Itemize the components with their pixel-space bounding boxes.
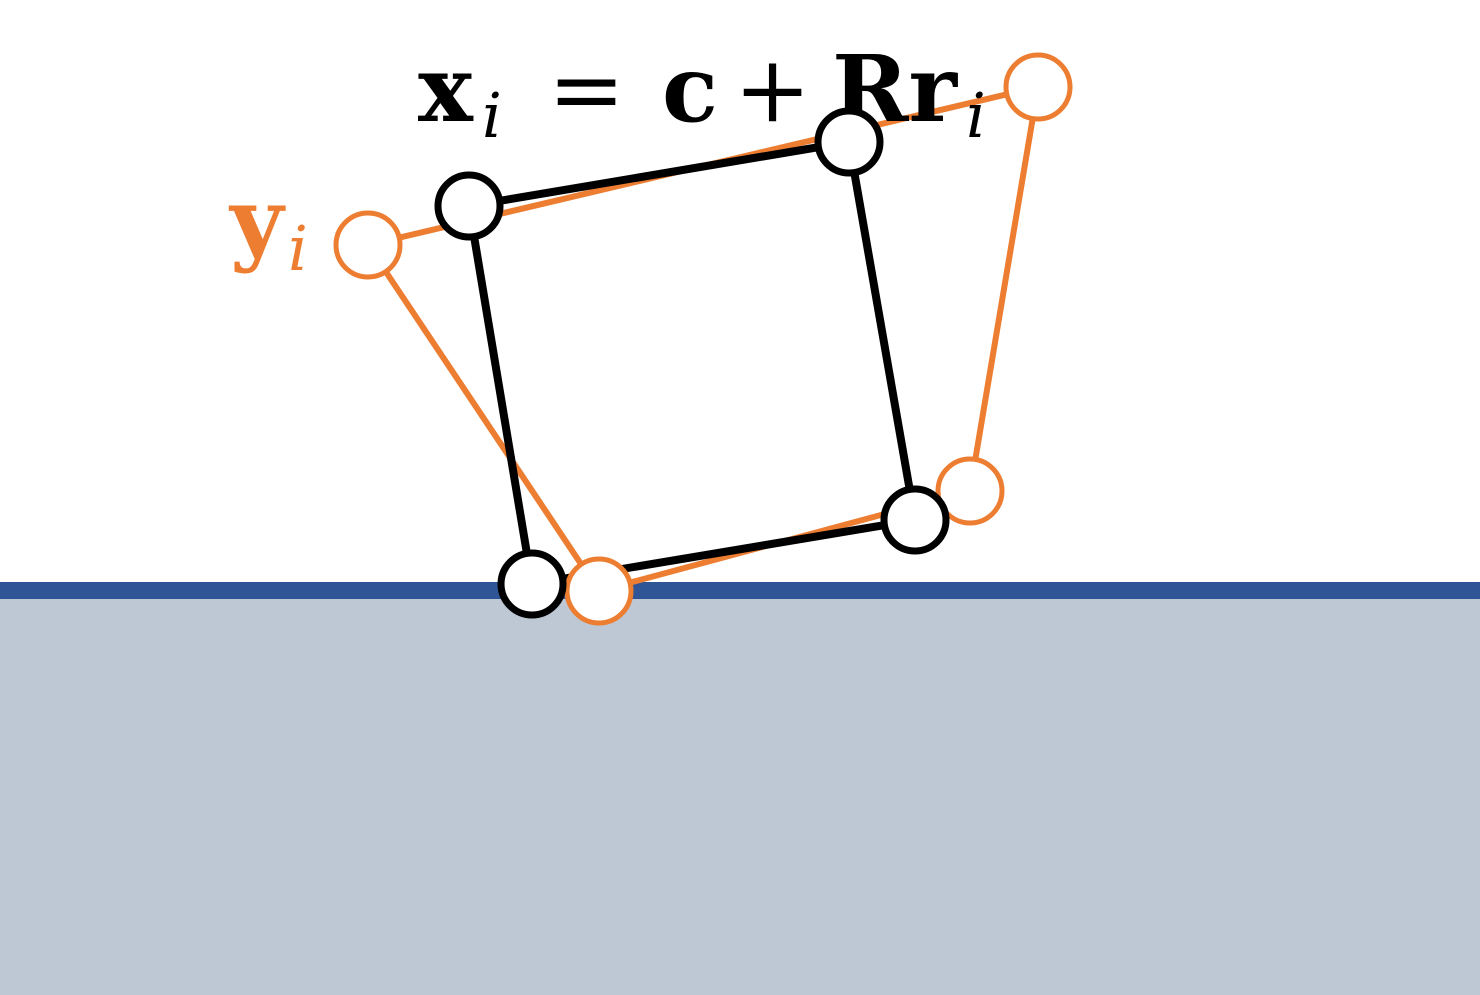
target-edge-right <box>967 86 1041 492</box>
target-node-bottom-right <box>935 456 1005 526</box>
matched-edge-right <box>845 141 919 521</box>
equation: x i = c + Rr i <box>418 35 986 152</box>
target-node-top-left <box>333 210 403 280</box>
equation-plus: + <box>734 36 811 143</box>
ground-line <box>0 582 1480 599</box>
matched-edge-left <box>465 205 536 585</box>
matched-quad <box>465 138 919 588</box>
target-label-symbol: y <box>228 167 286 275</box>
equation-lhs-symbol: x <box>418 35 474 143</box>
target-edge-left <box>365 243 602 593</box>
target-label: y i <box>228 167 308 285</box>
target-nodes <box>333 52 1073 626</box>
matched-edge-top <box>468 138 850 210</box>
equation-equals: = <box>548 36 625 143</box>
matched-node-top-right <box>814 107 884 177</box>
matched-node-bottom-right <box>880 485 950 555</box>
matched-node-top-left <box>434 171 504 241</box>
target-node-bottom-left <box>564 556 634 626</box>
target-node-top-right <box>1003 52 1073 122</box>
equation-c-symbol: c <box>662 35 718 143</box>
matched-nodes <box>434 107 950 619</box>
ground-fill <box>0 592 1480 995</box>
target-label-subscript: i <box>288 212 308 285</box>
equation-lhs-subscript: i <box>482 79 502 152</box>
matched-node-bottom-left <box>497 549 567 619</box>
equation-rhs-subscript: i <box>966 79 986 152</box>
